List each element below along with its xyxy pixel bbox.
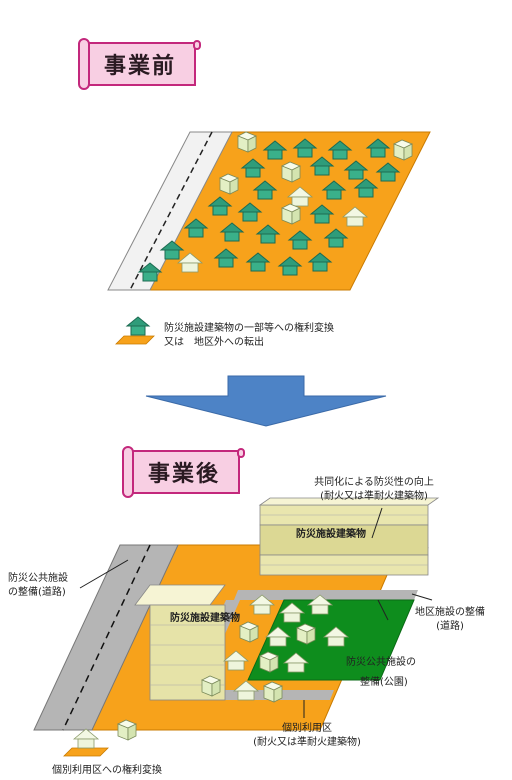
after-legend-icons: [63, 719, 137, 757]
before-road: [107, 131, 233, 291]
before-banner: 事業前: [78, 38, 201, 90]
label-individual-area: 個別利用区 (耐火又は準耐火建築物): [253, 723, 361, 748]
label-building-left: 防災施設建築物: [170, 613, 240, 624]
label-park: 防災公共施設の 整備(公園): [346, 657, 416, 688]
before-legend-text: 防災施設建築物の一部等への権利変換 又は 地区外への転出: [164, 323, 334, 348]
after-inner-road: [234, 590, 418, 600]
before-legend-icon: [115, 316, 155, 345]
after-building-upper: [258, 497, 440, 576]
label-public-road: 防災公共施設 の整備(道路): [8, 573, 68, 598]
label-district-road: 地区施設の整備 (道路): [415, 607, 485, 632]
transition-arrow: [145, 375, 387, 427]
label-joint-development: 共同化による防災性の向上 (耐火又は準耐火建築物): [314, 477, 434, 502]
after-legend-text: 個別利用区への権利変換: [52, 765, 162, 776]
pointer-arrows: [79, 507, 433, 718]
after-banner: 事業後: [122, 446, 245, 498]
label-building-upper: 防災施設建築物: [296, 529, 366, 540]
